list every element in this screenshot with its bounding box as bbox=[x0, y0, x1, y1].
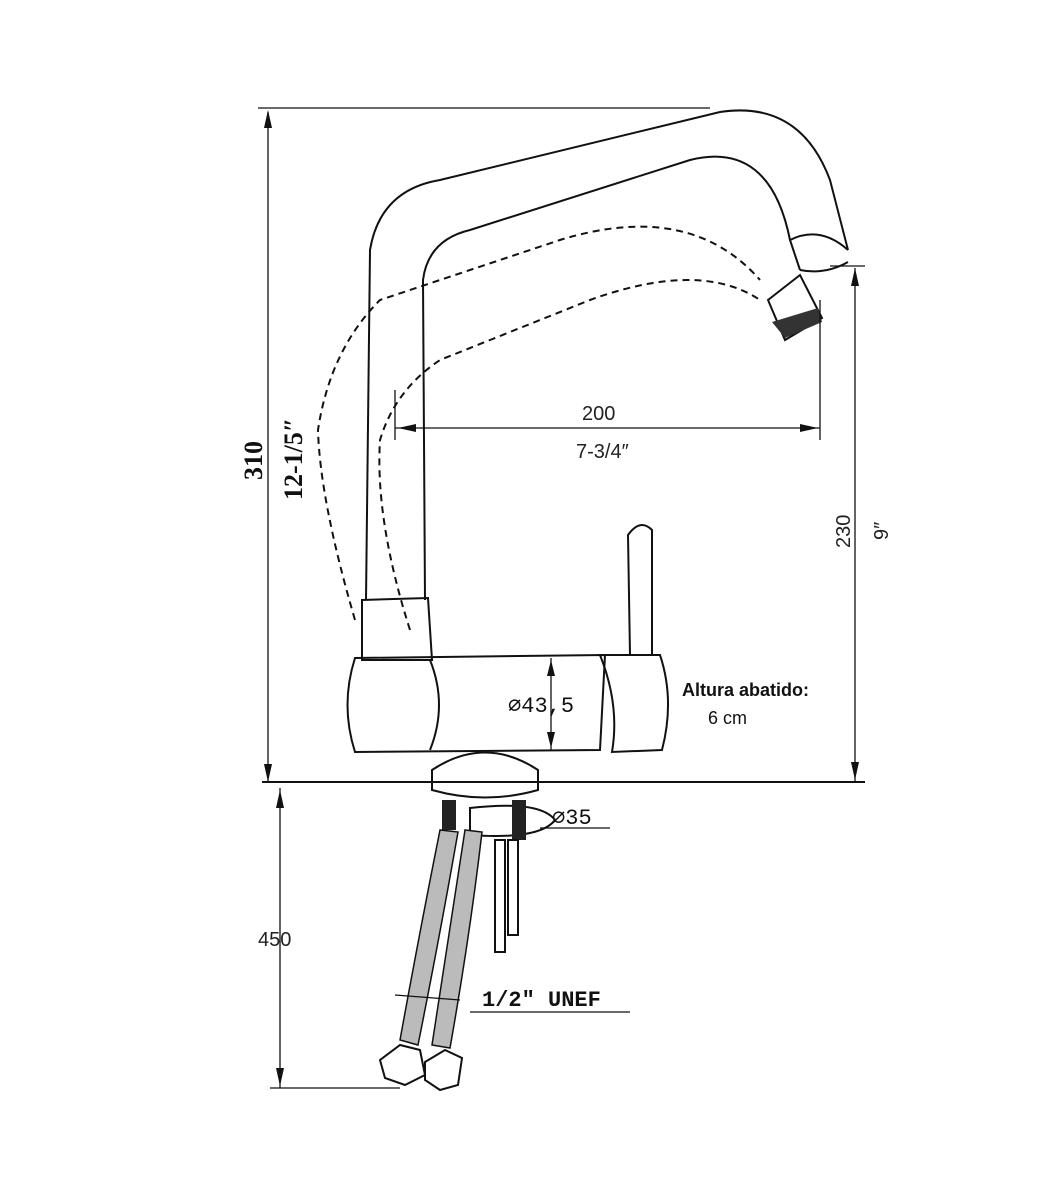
folded-height-title: Altura abatido: bbox=[682, 680, 809, 700]
total-height-dimension bbox=[258, 107, 865, 783]
hose-length-dimension bbox=[270, 788, 400, 1089]
reach-mm-label: 200 bbox=[582, 403, 615, 425]
reach-in-label: 7-3/4″ bbox=[576, 441, 629, 463]
folded-spout-outline bbox=[316, 225, 761, 631]
reach-dimension bbox=[394, 300, 821, 440]
total-height-in-label: 12-1/5″ bbox=[279, 418, 308, 500]
aerator bbox=[766, 273, 824, 342]
spout-height-mm-label: 230 bbox=[833, 515, 855, 548]
spout-height-in-label: 9″ bbox=[871, 522, 893, 540]
body-diameter-label: ⌀43,5 bbox=[508, 694, 574, 719]
body-diameter-dimension bbox=[547, 658, 555, 750]
spout-height-dimension bbox=[830, 265, 865, 782]
spout bbox=[365, 109, 849, 601]
mounting-base bbox=[431, 751, 557, 953]
hose-thread-label: 1/2″ UNEF bbox=[482, 988, 601, 1013]
base-diameter-label: ⌀35 bbox=[552, 806, 592, 831]
folded-height-value: 6 cm bbox=[708, 708, 747, 728]
total-height-mm-label: 310 bbox=[239, 441, 268, 480]
flexible-hoses bbox=[378, 829, 483, 1092]
hose-length-label: 450 bbox=[258, 929, 291, 951]
faucet-body bbox=[346, 524, 669, 754]
